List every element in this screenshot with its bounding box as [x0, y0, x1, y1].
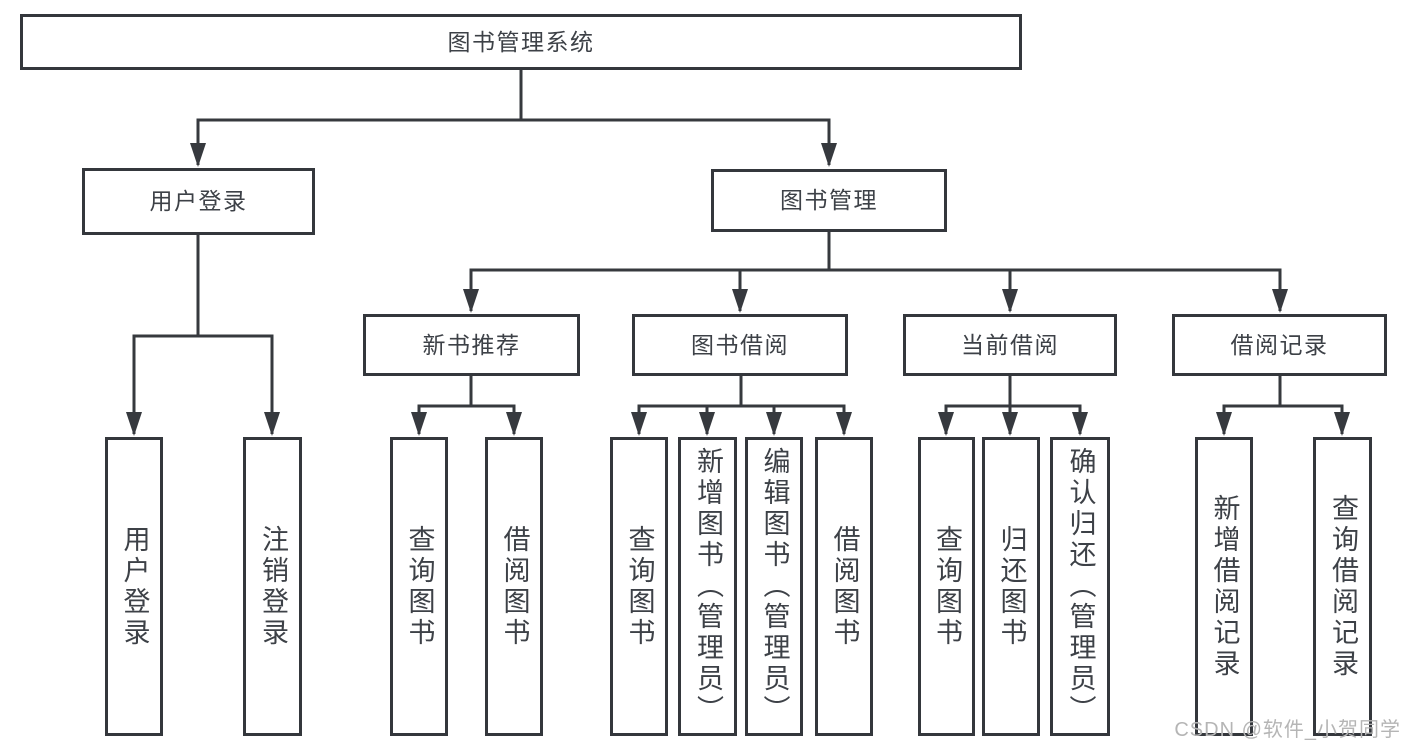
leaf-logout: 注销登录	[243, 437, 302, 736]
leaf-query-borrow-record: 查询借阅记录	[1313, 437, 1372, 736]
leaf-query-books-recommend: 查询图书	[390, 437, 448, 736]
node-book-borrow: 图书借阅	[632, 314, 848, 376]
leaf-return-books-label: 归还图书	[996, 524, 1027, 649]
node-borrow-records-label: 借阅记录	[1230, 331, 1329, 358]
node-borrow-records: 借阅记录	[1172, 314, 1387, 376]
leaf-user-login: 用户登录	[105, 437, 163, 736]
node-book-borrow-label: 图书借阅	[691, 331, 789, 358]
node-user-login: 用户登录	[82, 168, 315, 235]
leaf-query-books-current: 查询图书	[918, 437, 975, 736]
leaf-query-books-borrow: 查询图书	[610, 437, 668, 736]
node-book-management: 图书管理	[711, 169, 947, 232]
node-user-login-label: 用户登录	[149, 188, 248, 214]
leaf-edit-books-admin: 编辑图书（管理员）	[745, 437, 803, 736]
leaf-query-books-recommend-label: 查询图书	[404, 524, 435, 649]
leaf-confirm-return-admin-label: 确认归还（管理员）	[1065, 447, 1096, 726]
leaf-add-books-admin: 新增图书（管理员）	[678, 437, 737, 736]
node-new-book-recommend: 新书推荐	[363, 314, 580, 376]
leaf-add-borrow-record-label: 新增借阅记录	[1209, 493, 1240, 680]
leaf-borrow-books-label: 借阅图书	[829, 524, 860, 649]
leaf-add-books-admin-label: 新增图书（管理员）	[693, 447, 723, 726]
leaf-borrow-books: 借阅图书	[815, 437, 873, 736]
leaf-user-login-label: 用户登录	[119, 524, 150, 649]
leaf-return-books: 归还图书	[982, 437, 1040, 736]
leaf-query-books-current-label: 查询图书	[932, 524, 962, 649]
leaf-query-books-borrow-label: 查询图书	[624, 524, 655, 649]
leaf-borrow-books-recommend-label: 借阅图书	[499, 524, 530, 649]
leaf-confirm-return-admin: 确认归还（管理员）	[1050, 437, 1110, 736]
leaf-add-borrow-record: 新增借阅记录	[1195, 437, 1253, 736]
leaf-logout-label: 注销登录	[258, 524, 288, 649]
node-current-borrow-label: 当前借阅	[961, 331, 1059, 358]
leaf-edit-books-admin-label: 编辑图书（管理员）	[759, 447, 790, 726]
node-book-management-label: 图书管理	[780, 187, 878, 213]
node-root-label: 图书管理系统	[447, 28, 595, 55]
node-root: 图书管理系统	[20, 14, 1022, 70]
leaf-borrow-books-recommend: 借阅图书	[485, 437, 543, 736]
csdn-watermark: CSDN @软件_小贺同学	[1174, 719, 1401, 741]
node-current-borrow: 当前借阅	[903, 314, 1117, 376]
node-new-book-recommend-label: 新书推荐	[422, 331, 521, 358]
leaf-query-borrow-record-label: 查询借阅记录	[1328, 493, 1358, 680]
